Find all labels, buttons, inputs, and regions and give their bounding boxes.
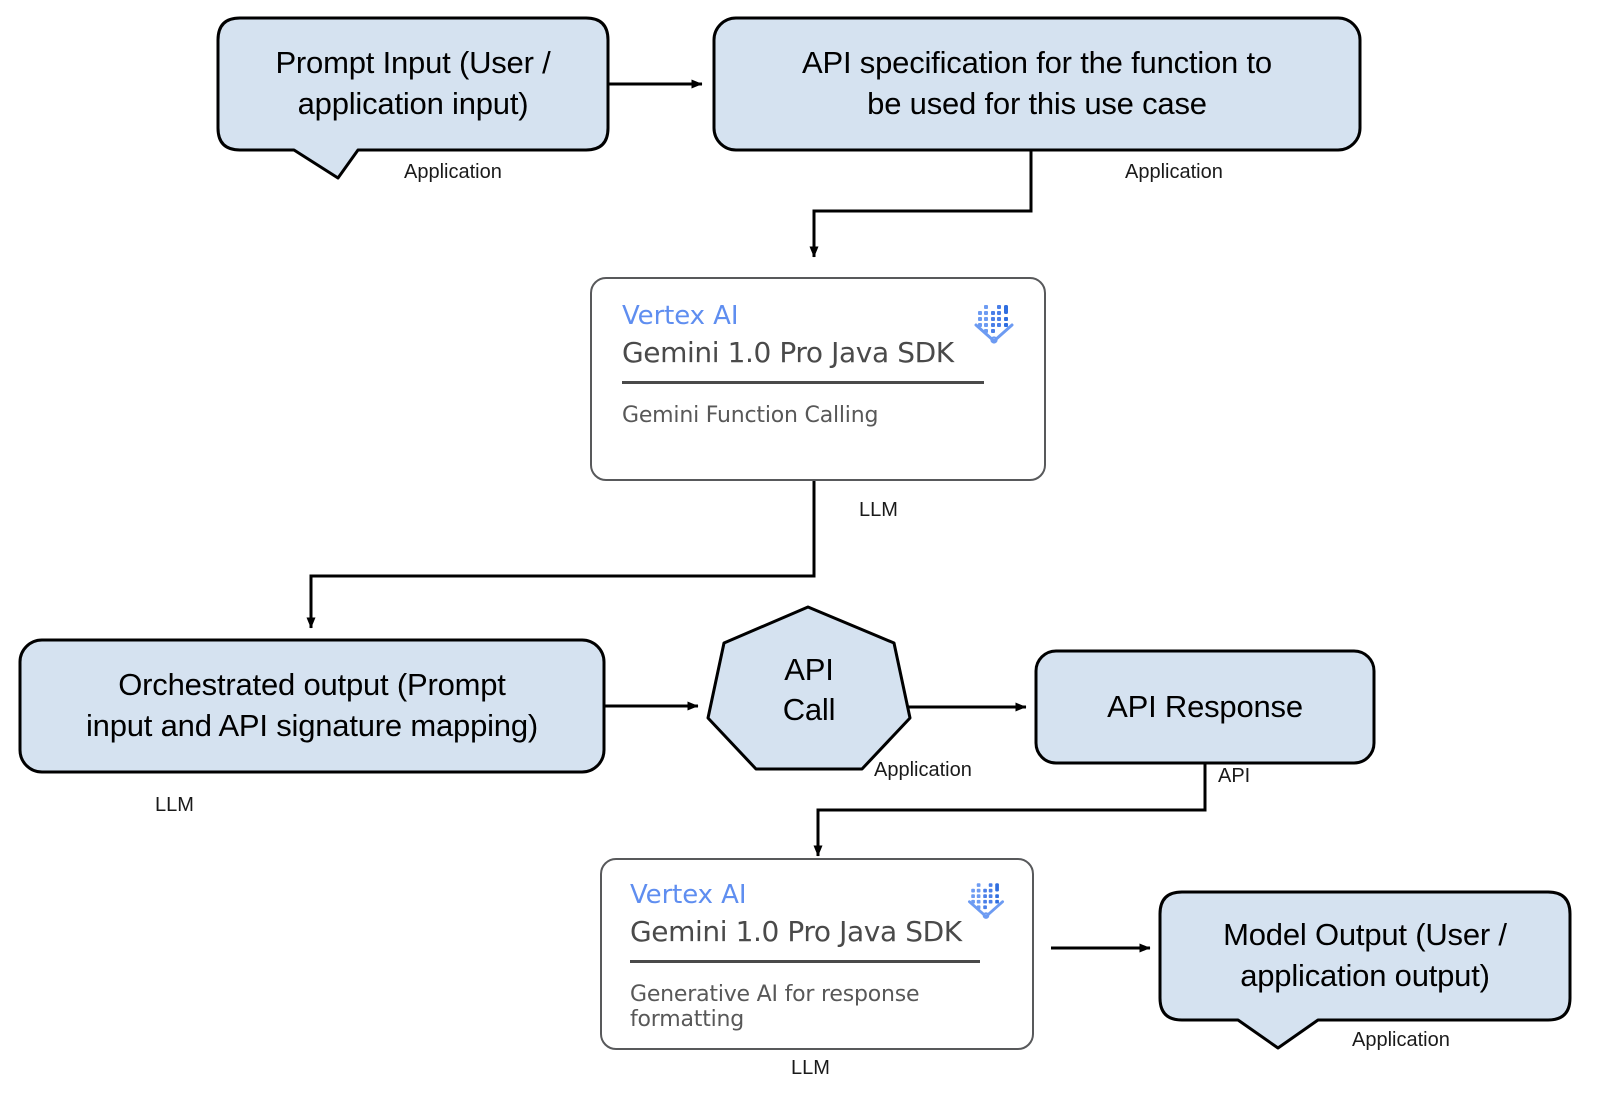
edge-vertex-top-to-orchestrated-output xyxy=(306,481,816,629)
node-model-output-shape[interactable] xyxy=(1158,890,1572,1050)
vertex-ai-logo-icon xyxy=(968,295,1020,347)
annotation-api-spec: Application xyxy=(1125,161,1223,183)
annotation-prompt-input: Application xyxy=(404,161,502,183)
edge-api-response-to-vertex-bottom xyxy=(813,763,1207,857)
annotation-model-output: Application xyxy=(1352,1029,1450,1051)
annotation-orchestrated-output: LLM xyxy=(155,794,194,816)
vertex-card-bottom-subtitle: Gemini 1.0 Pro Java SDK xyxy=(630,915,962,949)
vertex-card-bottom-divider xyxy=(630,959,980,963)
vertex-card-bottom-inner: Vertex AI Gemini 1.0 Pro Java SDK Genera… xyxy=(602,860,1032,1048)
node-vertex-card-bottom[interactable]: Vertex AI Gemini 1.0 Pro Java SDK Genera… xyxy=(600,858,1034,1050)
annotation-api-response: API xyxy=(1218,765,1251,787)
annotation-api-call: Application xyxy=(874,759,972,781)
node-api-response-shape[interactable] xyxy=(1034,649,1376,765)
node-prompt-input-shape[interactable] xyxy=(216,16,610,180)
annotation-vertex-card-top: LLM xyxy=(859,499,898,521)
node-vertex-card-top[interactable]: Vertex AI Gemini 1.0 Pro Java SDK Gemini… xyxy=(590,277,1046,481)
vertex-card-top-divider xyxy=(622,380,984,384)
vertex-card-bottom-description: Generative AI for response formatting xyxy=(630,981,920,1032)
vertex-card-top-title: Vertex AI xyxy=(622,301,739,331)
vertex-card-top-description: Gemini Function Calling xyxy=(622,402,879,428)
vertex-card-top-inner: Vertex AI Gemini 1.0 Pro Java SDK Gemini… xyxy=(592,279,1044,479)
annotation-vertex-card-bottom: LLM xyxy=(791,1057,830,1079)
node-orchestrated-output-shape[interactable] xyxy=(18,638,606,774)
node-api-call-shape[interactable] xyxy=(706,605,912,771)
node-api-spec-shape[interactable] xyxy=(712,16,1362,152)
vertex-card-top-subtitle: Gemini 1.0 Pro Java SDK xyxy=(622,336,954,370)
vertex-ai-logo-icon xyxy=(962,874,1010,922)
edge-api-spec-to-vertex-top xyxy=(809,150,1033,258)
vertex-card-bottom-title: Vertex AI xyxy=(630,880,747,910)
